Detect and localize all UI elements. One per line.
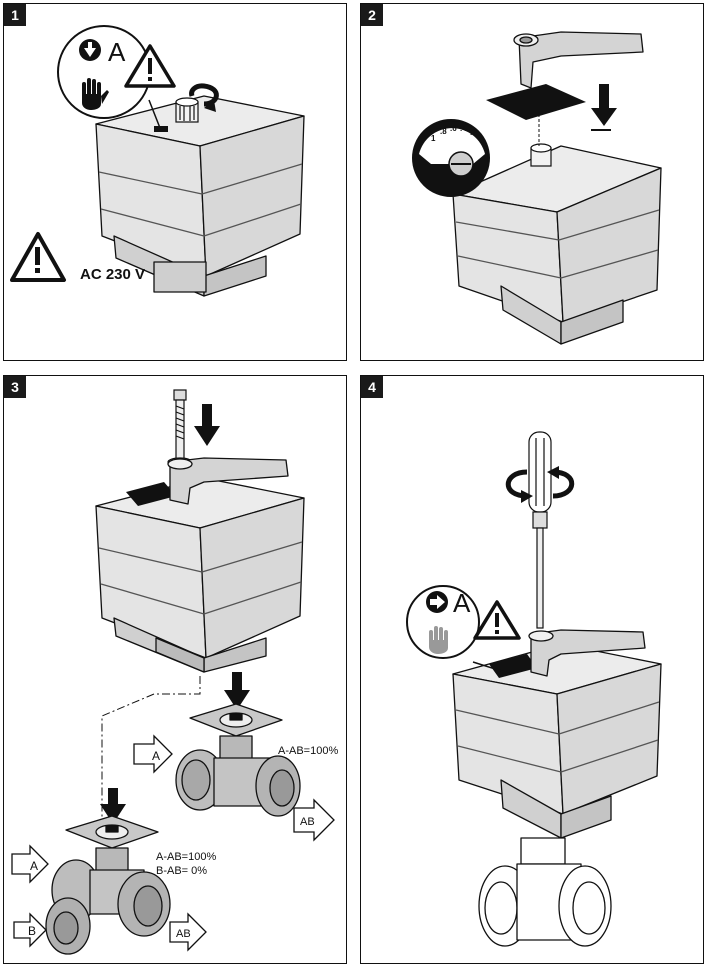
step-3-illustration: A AB A-AB=100% A B bbox=[11, 389, 338, 955]
mounting-screw bbox=[167, 389, 193, 467]
scale-tick: 0 bbox=[479, 136, 484, 145]
position-scale-plate bbox=[486, 84, 586, 120]
valve3-flow-label-a: A-AB=100% bbox=[156, 851, 216, 863]
actuator-housing bbox=[452, 643, 662, 839]
actuator-housing bbox=[452, 145, 662, 345]
port-label-a: A bbox=[30, 859, 38, 873]
step-2-illustration: 1 .8 .6 .4 .2 0 bbox=[412, 31, 662, 345]
arrow-down-icon bbox=[100, 788, 126, 824]
warning-icon bbox=[124, 44, 176, 88]
position-scale-plate bbox=[489, 654, 537, 678]
scale-tick: .2 bbox=[470, 128, 477, 137]
arrow-down-icon bbox=[224, 672, 250, 710]
step-number-badge: 1 bbox=[4, 4, 26, 26]
step-1-illustration: A AC 230 V bbox=[10, 25, 305, 297]
actuator-housing bbox=[95, 95, 305, 297]
step-number-badge: 2 bbox=[361, 4, 383, 26]
flow-arrow-ab: AB bbox=[293, 798, 335, 842]
mode-switch bbox=[154, 126, 168, 132]
voltage-label: AC 230 V bbox=[80, 266, 145, 283]
scale-tick: .8 bbox=[440, 127, 447, 136]
flow-arrow-ab: AB bbox=[169, 912, 207, 952]
scale-tick: .6 bbox=[450, 124, 457, 133]
hand-icon bbox=[429, 626, 448, 654]
port-label-b: B bbox=[28, 924, 36, 938]
callout-mode-switch: A bbox=[57, 25, 151, 119]
warning-icon bbox=[473, 600, 521, 640]
three-way-valve bbox=[478, 837, 612, 947]
rotate-arrow-icon bbox=[505, 469, 575, 499]
step-number-badge: 4 bbox=[361, 376, 383, 398]
step-panel-1: 1 bbox=[3, 3, 347, 361]
lever-handle bbox=[528, 629, 646, 677]
mode-letter: A bbox=[108, 37, 126, 67]
electrical-warning-icon bbox=[10, 232, 66, 282]
port-label-ab: AB bbox=[300, 816, 315, 828]
step-number-badge: 3 bbox=[4, 376, 26, 398]
three-way-valve bbox=[45, 815, 171, 955]
manual-adjust-knob bbox=[175, 97, 199, 123]
hand-icon bbox=[82, 78, 109, 110]
scale-tick: 1 bbox=[431, 134, 436, 143]
two-way-valve bbox=[175, 703, 301, 817]
port-label-ab: AB bbox=[176, 928, 191, 940]
port-label-a: A bbox=[152, 749, 160, 763]
flow-arrow-a: A bbox=[11, 844, 49, 884]
step-4-illustration: A bbox=[406, 431, 662, 947]
valve3-flow-label-b: B-AB= 0% bbox=[156, 865, 207, 877]
arrow-down-icon bbox=[591, 84, 617, 131]
step-panel-2: 2 bbox=[360, 3, 704, 361]
valve2-flow-label: A-AB=100% bbox=[278, 745, 338, 757]
arrow-down-icon bbox=[194, 404, 220, 446]
flow-arrow-a: A bbox=[133, 734, 173, 774]
actuator-housing bbox=[95, 477, 305, 673]
lever-handle bbox=[513, 31, 644, 89]
lever-handle bbox=[167, 457, 289, 505]
manual-adjust-knob bbox=[530, 143, 552, 167]
mode-letter: A bbox=[453, 588, 471, 618]
scale-tick: .4 bbox=[460, 124, 467, 133]
position-scale-plate bbox=[126, 482, 176, 506]
step-panel-3: 3 bbox=[3, 375, 347, 964]
step-panel-4: 4 bbox=[360, 375, 704, 964]
flow-arrow-b: B bbox=[13, 912, 47, 948]
screwdriver bbox=[528, 431, 552, 629]
callout-position-scale: 1 .8 .6 .4 .2 0 bbox=[412, 119, 490, 197]
callout-mode-switch: A bbox=[406, 585, 480, 659]
